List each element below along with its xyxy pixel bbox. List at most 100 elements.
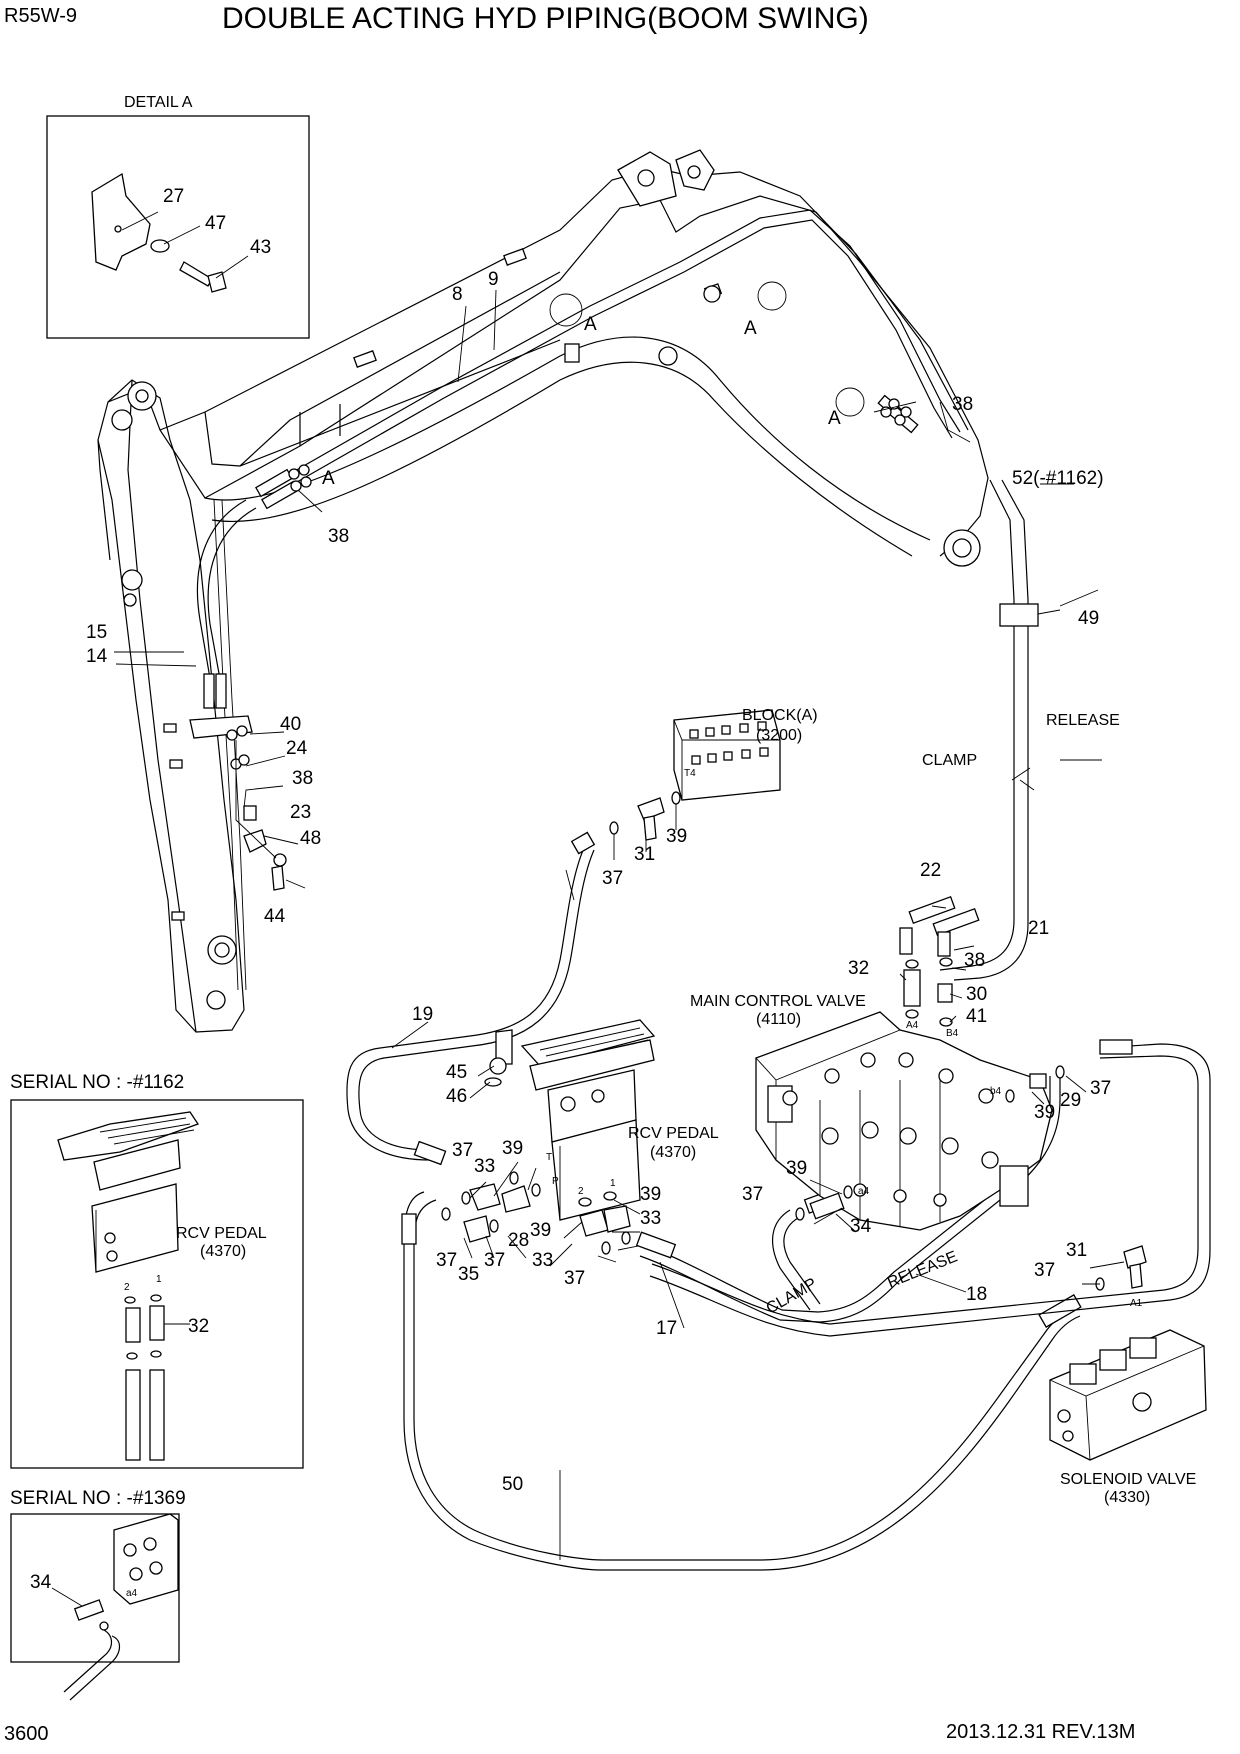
callout-9: 9 [488,269,499,290]
port-b4: B4 [946,1028,959,1039]
callout-49: 49 [1078,608,1099,629]
callout-39-pedal-a: 39 [502,1138,523,1159]
detail-a-frame [46,115,310,339]
detail-marker-a-3: A [828,408,841,429]
callout-37-pedal-c: 37 [484,1250,505,1271]
callout-37-solenoid: 37 [1034,1260,1055,1281]
leader-lines [114,289,1125,1560]
callout-34-inset: 34 [30,1572,52,1593]
hose-19 [346,831,596,1166]
callout-41: 41 [966,1006,987,1027]
port-a4: A4 [906,1020,919,1031]
port-p: P [552,1176,559,1187]
callout-28: 28 [508,1230,529,1251]
callout-22: 22 [920,860,941,881]
block-a: BLOCK(A) (3200) T4 [609,707,818,860]
rcv-pedal-label: RCV PEDAL [628,1125,719,1142]
serial-1369-frame [10,1513,180,1663]
arm-structure [97,379,247,1033]
solenoid-valve-label: SOLENOID VALVE [1060,1471,1196,1488]
port-a4-small: a4 [858,1186,870,1197]
callout-27: 27 [163,186,184,207]
callout-8: 8 [452,284,463,305]
callout-37-block: 37 [602,868,623,889]
callout-38-arm: 38 [292,768,313,789]
callout-15: 15 [86,622,107,643]
inset-port-2: 2 [124,1282,130,1293]
serial-1369-title: SERIAL NO : -#1369 [10,1488,186,1509]
solenoid-valve-code: (4330) [1104,1489,1150,1506]
port-t4: T4 [684,768,696,779]
callout-37-right: 37 [1090,1078,1111,1099]
callouts-main: 8 9 38 52(-#1162) 49 38 15 14 40 24 38 2… [86,269,1111,1495]
detail-marker-a-2: A [744,318,757,339]
boom-structure: A A A A [107,149,989,567]
port-2: 2 [578,1186,584,1197]
callout-31-block: 31 [634,844,655,865]
callout-33-pedal-c: 33 [532,1250,553,1271]
main-control-valve: MAIN CONTROL VALVE (4110) A4 B4 b4 a4 [690,957,1065,1231]
callout-38-boom-right: 38 [952,394,973,415]
callout-48: 48 [300,828,321,849]
hoses-17-18 [635,1039,1211,1337]
bolt [179,261,213,287]
callout-43: 43 [250,237,271,258]
serial-1162-title: SERIAL NO : -#1162 [10,1072,184,1093]
callout-40: 40 [280,714,301,735]
callout-35: 35 [458,1264,479,1285]
port-1: 1 [610,1178,616,1189]
callout-39-right: 39 [1034,1102,1055,1123]
callout-37-pedal-d: 37 [564,1268,585,1289]
port-b4-small: b4 [990,1086,1002,1097]
hose-label-release-upper: RELEASE [1046,712,1120,729]
mcv-label: MAIN CONTROL VALVE [690,993,866,1010]
port-a1: A1 [1130,1298,1143,1309]
callout-37-pedal-a: 37 [452,1140,473,1161]
callout-33-pedal-b: 33 [640,1208,661,1229]
model-code: R55W-9 [4,5,77,27]
callout-32-valve: 32 [848,958,869,979]
callout-19: 19 [412,1004,433,1025]
boom-pipes [196,209,961,709]
callout-31-solenoid: 31 [1066,1240,1087,1261]
washer [150,239,170,253]
callout-52: 52(-#1162) [1012,468,1104,489]
inset-port-1: 1 [156,1274,162,1285]
revision-date: 2013.12.31 REV.13M [946,1721,1135,1743]
detail-a-inset: DETAIL A 27 47 43 [46,94,310,339]
rcv-pedal: RCV PEDAL (4370) T P 2 1 [441,1019,719,1255]
callout-29: 29 [1060,1090,1081,1111]
serial-1162-frame [10,1099,304,1469]
block-a-ports [689,721,769,765]
port-t: T [546,1152,552,1163]
callout-39-pedal-c: 39 [530,1220,551,1241]
detail-marker-a-1: A [584,314,597,335]
detail-marker-a-4: A [322,468,335,489]
callout-24: 24 [286,738,308,759]
page-title: DOUBLE ACTING HYD PIPING(BOOM SWING) [222,2,869,35]
block-a-code: (3200) [756,727,802,744]
callout-30: 30 [966,984,987,1005]
callout-39-pedal-b: 39 [640,1184,661,1205]
callout-38-valve: 38 [964,950,985,971]
clamp-bracket [91,172,151,271]
callout-50: 50 [502,1474,523,1495]
callout-18: 18 [966,1284,987,1305]
callout-46: 46 [446,1086,467,1107]
callout-33-pedal-a: 33 [474,1156,495,1177]
callout-39-a4: 39 [786,1158,807,1179]
rcv-pedal-code: (4370) [650,1144,696,1161]
callout-37-a4: 37 [742,1184,763,1205]
callout-23: 23 [290,802,311,823]
callout-38-boom-left: 38 [328,526,349,547]
rcv-pedal-code-inset: (4370) [200,1243,246,1260]
hose-50 [401,1191,1082,1571]
callout-14: 14 [86,646,108,667]
solenoid-valve: A1 SOLENOID VALVE (4330) [1049,1245,1207,1506]
callout-32-inset: 32 [188,1316,209,1337]
callout-44: 44 [264,906,286,927]
serial-1369-inset: SERIAL NO : -#1369 a4 34 [10,1488,186,1701]
callout-21: 21 [1028,918,1049,939]
callout-37-pedal-b: 37 [436,1250,457,1271]
